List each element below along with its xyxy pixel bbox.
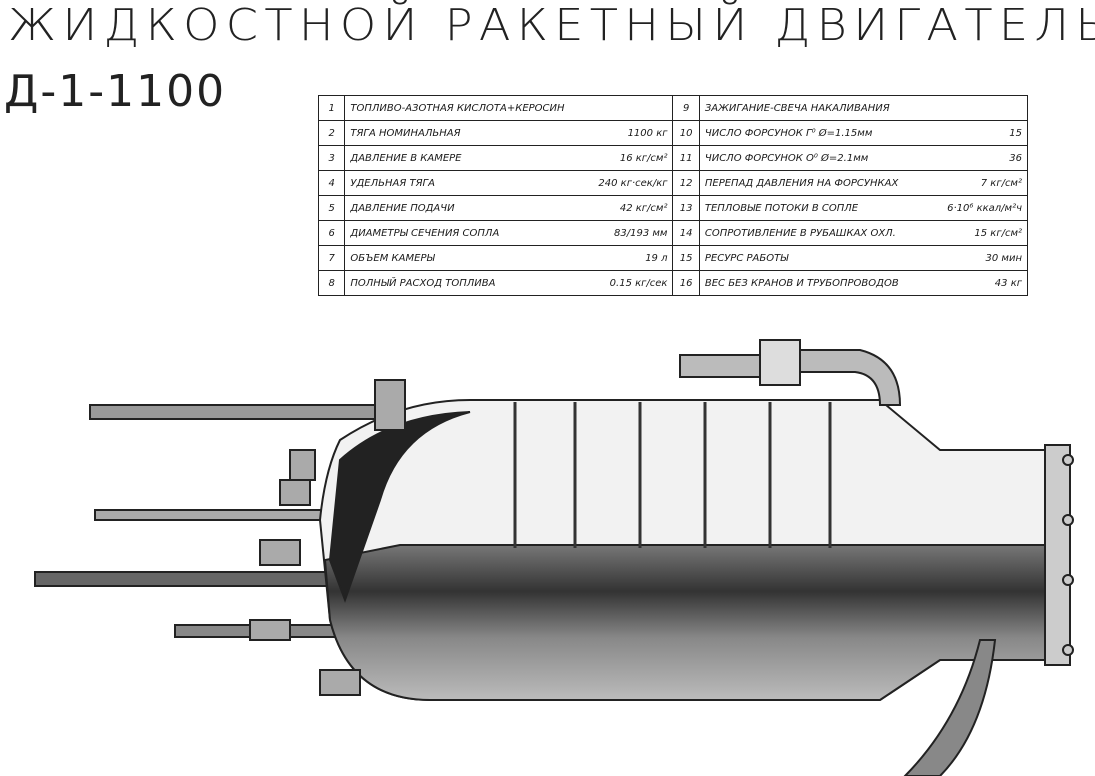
- spec-label: ТЕПЛОВЫЕ ПОТОКИ В СОПЛЕ: [704, 202, 859, 214]
- chamber-body: [318, 399, 1056, 701]
- spec-number: 15: [672, 245, 700, 271]
- spec-value: 43 кг: [994, 277, 1022, 289]
- spec-value: 0.15 кг/сек: [609, 277, 668, 289]
- spec-label: ПЕРЕПАД ДАВЛЕНИЯ НА ФОРСУНКАХ: [704, 177, 899, 189]
- spec-label: РЕСУРС РАБОТЫ: [704, 252, 789, 264]
- spec-number: 5: [317, 195, 346, 221]
- spec-number: 3: [317, 145, 346, 171]
- spec-number: 10: [672, 120, 700, 146]
- spec-number: 14: [672, 220, 700, 246]
- spec-value: 15: [1009, 127, 1022, 139]
- spec-cell: ТЕПЛОВЫЕ ПОТОКИ В СОПЛЕ 6·10⁶ ккал/м²ч: [698, 195, 1029, 221]
- spec-cell: ЧИСЛО ФОРСУНОК Г⁰ Ø=1.15мм 15: [698, 120, 1029, 146]
- spec-number: 1: [317, 95, 346, 121]
- spec-cell: УДЕЛЬНАЯ ТЯГА 240 кг·сек/кг: [344, 170, 674, 196]
- spec-value: 240 кг·сек/кг: [598, 177, 668, 189]
- spec-cell: ОБЪЕМ КАМЕРЫ 19 л: [344, 245, 674, 271]
- drawing-title: ЖИДКОСТНОЙ РАКЕТНЫЙ ДВИГАТЕЛЬ: [8, 0, 1095, 51]
- spec-label: ЧИСЛО ФОРСУНОК О⁰ Ø=2.1мм: [704, 152, 869, 164]
- spec-value: 19 л: [645, 252, 668, 264]
- spec-value: 83/193 мм: [614, 227, 668, 239]
- spec-cell: ЗАЖИГАНИЕ-СВЕЧА НАКАЛИВАНИЯ: [698, 95, 1029, 121]
- injector-head-fittings: [249, 379, 406, 696]
- spec-cell: ПОЛНЫЙ РАСХОД ТОПЛИВА 0.15 кг/сек: [344, 270, 674, 296]
- spec-value: 42 кг/см²: [619, 202, 668, 214]
- spec-value: 15 кг/см²: [974, 227, 1022, 239]
- spec-value: 16 кг/см²: [619, 152, 668, 164]
- spec-number: 4: [317, 170, 346, 196]
- spec-cell: ДАВЛЕНИЕ ПОДАЧИ 42 кг/см²: [344, 195, 674, 221]
- spec-label: ОБЪЕМ КАМЕРЫ: [350, 252, 435, 264]
- spec-number: 2: [317, 120, 346, 146]
- oxidizer-inlet-pipe: [679, 339, 902, 406]
- spec-number: 6: [317, 220, 346, 246]
- cooling-jacket-rings: [513, 402, 832, 548]
- spec-number: 7: [317, 245, 346, 271]
- spec-cell: ТОПЛИВО-АЗОТНАЯ КИСЛОТА+КЕРОСИН: [344, 95, 674, 121]
- spec-row: 7 ОБЪЕМ КАМЕРЫ 19 л 15 РЕСУРС РАБОТЫ 30 мин: [317, 245, 1029, 271]
- spec-label: ПОЛНЫЙ РАСХОД ТОПЛИВА: [350, 277, 496, 289]
- spec-value: 6·10⁶ ккал/м²ч: [947, 202, 1022, 214]
- spec-value: 36: [1009, 152, 1022, 164]
- spec-number: 16: [672, 270, 700, 296]
- engine-cross-section-drawing: [34, 339, 1074, 776]
- spec-number: 12: [672, 170, 700, 196]
- spec-cell: ДИАМЕТРЫ СЕЧЕНИЯ СОПЛА 83/193 мм: [344, 220, 674, 246]
- spec-label: ЧИСЛО ФОРСУНОК Г⁰ Ø=1.15мм: [704, 127, 873, 139]
- spec-label: ДИАМЕТРЫ СЕЧЕНИЯ СОПЛА: [350, 227, 500, 239]
- spec-cell: ТЯГА НОМИНАЛЬНАЯ 1100 кг: [344, 120, 674, 146]
- spec-row: 1 ТОПЛИВО-АЗОТНАЯ КИСЛОТА+КЕРОСИН 9 ЗАЖИГАН…: [317, 95, 1029, 121]
- outlet-pipe: [903, 639, 997, 776]
- spec-cell: СОПРОТИВЛЕНИЕ В РУБАШКАХ ОХЛ. 15 кг/см²: [698, 220, 1029, 246]
- spec-cell: ЧИСЛО ФОРСУНОК О⁰ Ø=2.1мм 36: [698, 145, 1029, 171]
- spec-label: ТЯГА НОМИНАЛЬНАЯ: [350, 127, 461, 139]
- engine-model: Д-1-1100: [4, 66, 227, 117]
- spec-label: ДАВЛЕНИЕ ПОДАЧИ: [350, 202, 455, 214]
- spec-label: ТОПЛИВО-АЗОТНАЯ КИСЛОТА+КЕРОСИН: [350, 102, 565, 114]
- spec-number: 9: [672, 95, 700, 121]
- spec-number: 11: [672, 145, 700, 171]
- spec-label: ЗАЖИГАНИЕ-СВЕЧА НАКАЛИВАНИЯ: [704, 102, 890, 114]
- spec-label: УДЕЛЬНАЯ ТЯГА: [350, 177, 435, 189]
- spec-number: 8: [317, 270, 346, 296]
- spec-table: 1 ТОПЛИВО-АЗОТНАЯ КИСЛОТА+КЕРОСИН 9 ЗАЖИГАН…: [317, 95, 1029, 296]
- spec-cell: ДАВЛЕНИЕ В КАМЕРЕ 16 кг/см²: [344, 145, 674, 171]
- spec-label: ДАВЛЕНИЕ В КАМЕРЕ: [350, 152, 462, 164]
- spec-value: 1100 кг: [627, 127, 668, 139]
- spec-value: 7 кг/см²: [980, 177, 1022, 189]
- spec-label: ВЕС БЕЗ КРАНОВ И ТРУБОПРОВОДОВ: [704, 277, 899, 289]
- spec-label: СОПРОТИВЛЕНИЕ В РУБАШКАХ ОХЛ.: [704, 227, 896, 239]
- nozzle-flange: [1044, 444, 1074, 666]
- spec-cell: РЕСУРС РАБОТЫ 30 мин: [698, 245, 1029, 271]
- spec-cell: ПЕРЕПАД ДАВЛЕНИЯ НА ФОРСУНКАХ 7 кг/см²: [698, 170, 1029, 196]
- spec-value: 30 мин: [985, 252, 1022, 264]
- spec-number: 13: [672, 195, 700, 221]
- spec-cell: ВЕС БЕЗ КРАНОВ И ТРУБОПРОВОДОВ 43 кг: [698, 270, 1029, 296]
